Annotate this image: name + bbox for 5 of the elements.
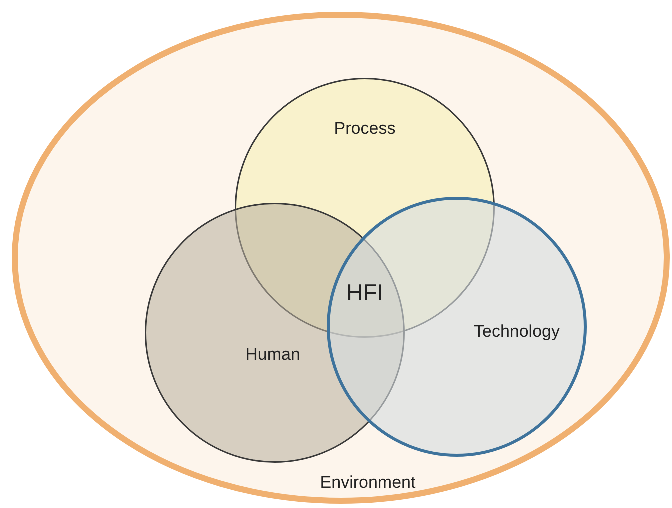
intersection-label: HFI <box>346 280 384 306</box>
circle-label: Human <box>246 345 300 365</box>
environment-label: Environment <box>320 473 416 493</box>
circle-label: Process <box>334 119 396 139</box>
circle-label: Technology <box>474 322 560 342</box>
